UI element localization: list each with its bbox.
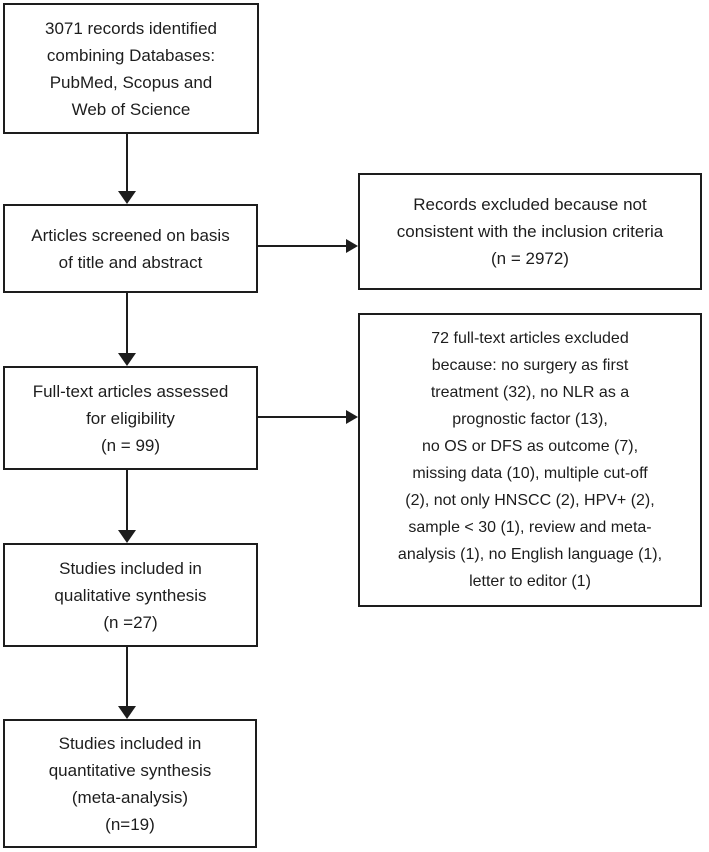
- arrow-head-down-icon: [118, 530, 136, 543]
- arrow-line-identification-to-screening: [126, 134, 128, 191]
- arrow-line-screening-to-records-excluded: [258, 245, 346, 247]
- arrow-line-screening-to-eligibility: [126, 293, 128, 353]
- box-fulltext-excluded: 72 full-text articles excluded because: …: [358, 313, 702, 607]
- arrow-head-down-icon: [118, 191, 136, 204]
- arrow-line-eligibility-to-fulltext-excluded: [258, 416, 346, 418]
- arrow-head-right-icon: [346, 239, 358, 253]
- arrow-line-eligibility-to-qualitative: [126, 470, 128, 530]
- arrow-head-right-icon: [346, 410, 358, 424]
- box-quantitative-synthesis: Studies included in quantitative synthes…: [3, 719, 257, 848]
- box-fulltext-assessed: Full-text articles assessed for eligibil…: [3, 366, 258, 470]
- box-qualitative-synthesis: Studies included in qualitative synthesi…: [3, 543, 258, 647]
- arrow-line-qualitative-to-quantitative: [126, 647, 128, 706]
- box-articles-screened: Articles screened on basis of title and …: [3, 204, 258, 293]
- arrow-head-down-icon: [118, 706, 136, 719]
- box-records-identified: 3071 records identified combining Databa…: [3, 3, 259, 134]
- box-records-excluded: Records excluded because not consistent …: [358, 173, 702, 290]
- arrow-head-down-icon: [118, 353, 136, 366]
